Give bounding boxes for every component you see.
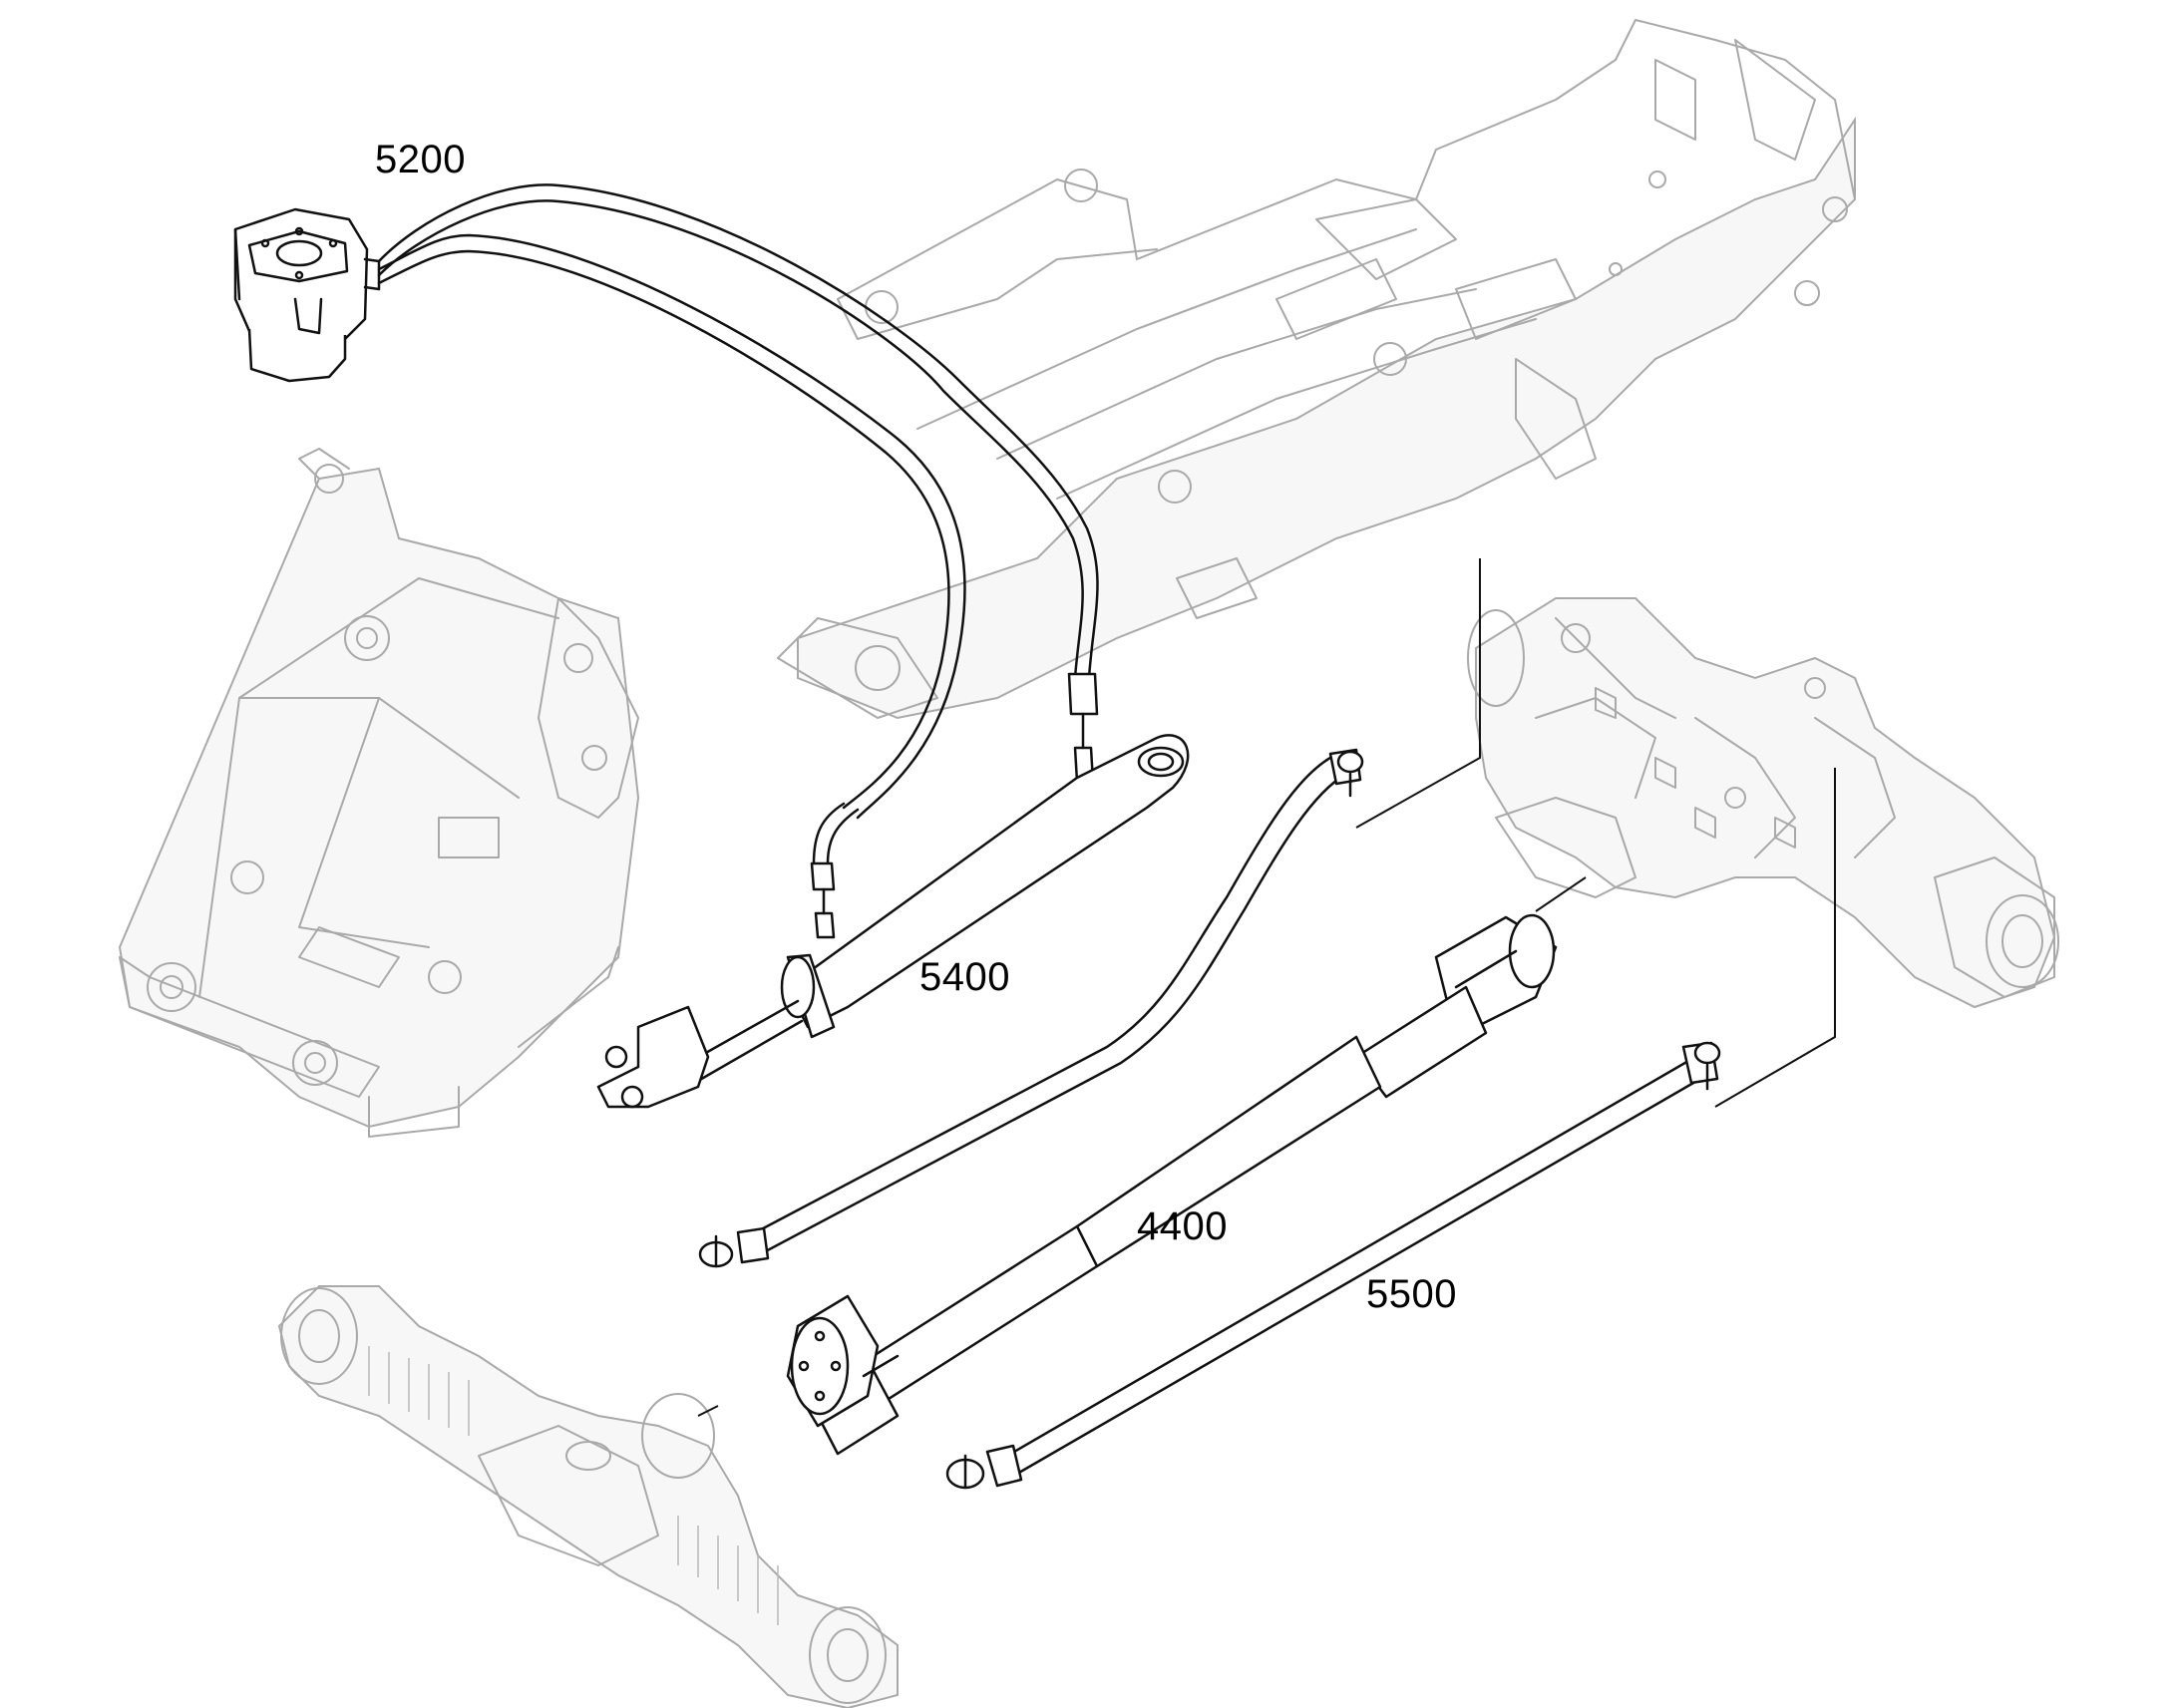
leader-lines bbox=[697, 558, 1836, 1417]
label-4400: 4400 bbox=[1137, 1204, 1228, 1248]
front-axle-assembly bbox=[277, 1285, 899, 1708]
steering-unit bbox=[233, 207, 381, 383]
front-loader-frame bbox=[118, 448, 640, 1138]
label-5400: 5400 bbox=[919, 955, 1010, 999]
rear-axle-assembly bbox=[1467, 597, 2059, 1009]
axle-fin-row-left bbox=[368, 1346, 470, 1436]
drag-link bbox=[698, 748, 1364, 1268]
rear-chassis-frame bbox=[777, 19, 1856, 720]
drive-shaft bbox=[786, 913, 1558, 1456]
tie-rod bbox=[945, 1041, 1721, 1490]
steering-cylinder bbox=[596, 734, 1190, 1109]
label-5200: 5200 bbox=[375, 138, 466, 181]
axle-fin-row-right bbox=[677, 1516, 779, 1625]
steering-hoses bbox=[377, 183, 1099, 939]
label-5500: 5500 bbox=[1366, 1272, 1457, 1316]
